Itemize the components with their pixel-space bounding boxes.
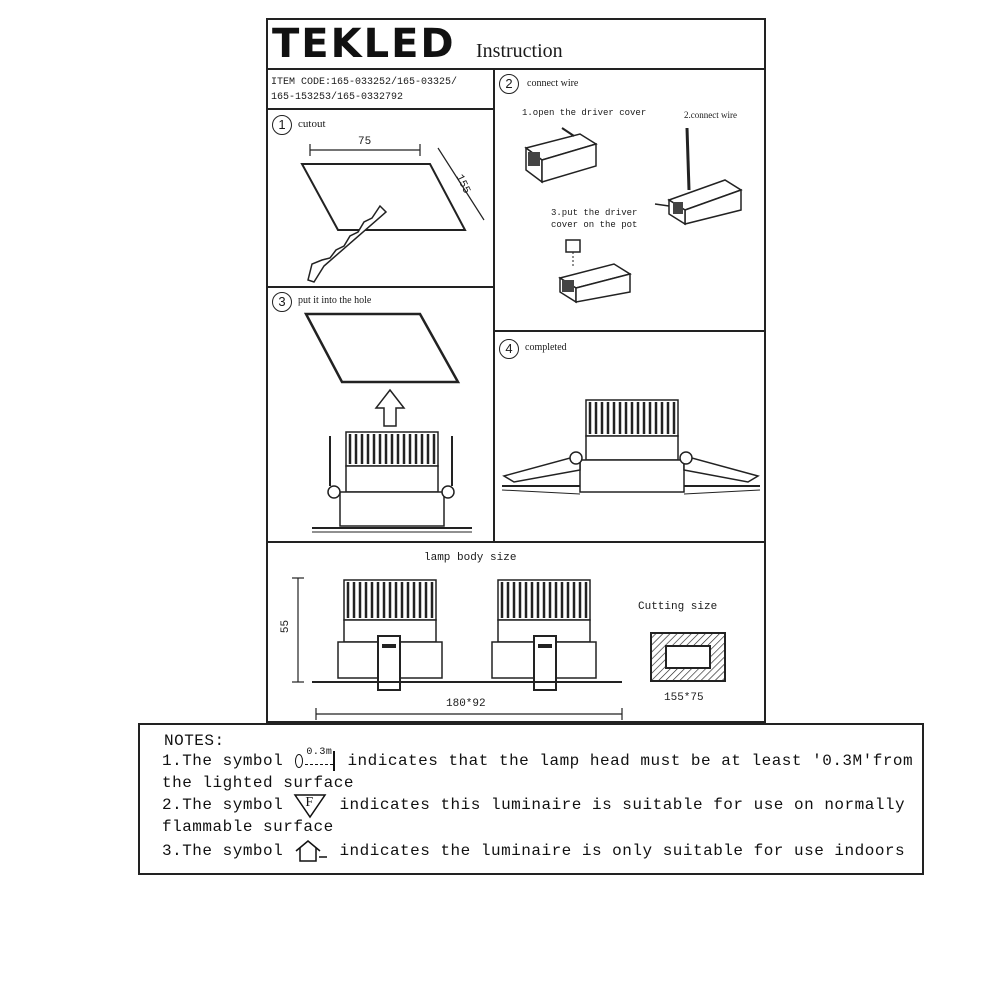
instruction-sheet xyxy=(266,18,766,723)
flammable-symbol-letter: F xyxy=(305,795,314,810)
page-title: Instruction xyxy=(476,40,563,62)
step-1-label: cutout xyxy=(298,118,326,130)
driver-box-illustration-2 xyxy=(654,127,743,226)
flammable-surface-icon: F xyxy=(293,794,329,819)
note-1: 1.The symbol 0.3m indicates that the lam… xyxy=(162,747,914,771)
connect-substep-3-line-1: 3.put the driver xyxy=(551,208,638,218)
note-3: 3.The symbol indicates the luminaire is … xyxy=(162,840,906,863)
step-4-number: 4 xyxy=(499,339,519,359)
distance-symbol-icon: 0.3m xyxy=(293,747,337,771)
note-2-continued: flammable surface xyxy=(162,818,334,836)
lamp-body-size-illustration xyxy=(292,577,623,720)
note-1-continued: the lighted surface xyxy=(162,774,354,792)
item-code-line-1: ITEM CODE:165-033252/165-03325/ xyxy=(271,77,458,88)
step-1-number: 1 xyxy=(272,115,292,135)
indoor-house-icon xyxy=(293,840,329,863)
lower-column-divider xyxy=(493,330,495,542)
notes-title: NOTES: xyxy=(164,732,225,750)
brand-logo: TEKLED xyxy=(272,21,456,67)
connect-substep-3-line-2: cover on the pot xyxy=(551,220,638,230)
cutting-size-illustration xyxy=(650,632,726,682)
lamp-height-dimension: 55 xyxy=(280,619,293,634)
connect-substep-1: 1.open the driver cover xyxy=(522,108,647,118)
cutout-illustration xyxy=(300,144,485,283)
header-divider xyxy=(266,68,766,70)
item-code-divider xyxy=(266,108,494,110)
step-2-number: 2 xyxy=(499,74,519,94)
cutout-divider xyxy=(266,286,494,288)
driver-box-illustration-1 xyxy=(524,127,598,184)
lamp-width-dimension: 180*92 xyxy=(446,698,486,710)
cutout-width-dimension: 75 xyxy=(358,136,372,148)
connect-substep-2: 2.connect wire xyxy=(684,110,737,120)
distance-symbol-label: 0.3m xyxy=(306,747,333,758)
step-3-number: 3 xyxy=(272,292,292,312)
insert-into-hole-illustration xyxy=(303,312,472,533)
steps-bottom-divider xyxy=(266,541,766,543)
driver-box-illustration-3 xyxy=(558,239,632,304)
step-3-label: put it into the hole xyxy=(298,295,372,306)
note-3-prefix: 3.The symbol xyxy=(162,842,284,860)
connect-divider xyxy=(493,330,766,332)
note-2-text: indicates this luminaire is suitable for… xyxy=(339,796,906,814)
notes-box: NOTES: 1.The symbol 0.3m indicates that … xyxy=(138,723,924,875)
step-4-label: completed xyxy=(525,342,567,353)
note-2: 2.The symbol F indicates this luminaire … xyxy=(162,794,906,819)
note-1-prefix: 1.The symbol xyxy=(162,752,284,770)
note-3-text: indicates the luminaire is only suitable… xyxy=(339,842,906,860)
lamp-body-size-title: lamp body size xyxy=(424,552,517,564)
step-2-label: connect wire xyxy=(527,78,579,89)
item-code-line-2: 165-153253/165-0332792 xyxy=(271,92,404,103)
note-1-text: indicates that the lamp head must be at … xyxy=(347,752,914,770)
note-2-prefix: 2.The symbol xyxy=(162,796,284,814)
completed-illustration xyxy=(501,399,761,495)
upper-column-divider xyxy=(493,68,495,330)
cutting-size-dimension: 155*75 xyxy=(664,692,704,704)
cutting-size-label: Cutting size xyxy=(638,601,718,613)
